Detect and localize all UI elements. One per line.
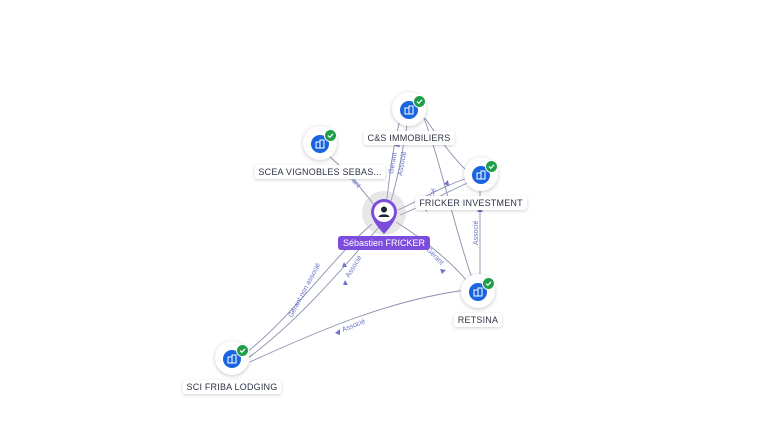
company-name-label: FRICKER INVESTMENT (415, 196, 527, 210)
person-name-label: Sébastien FRICKER (337, 236, 431, 250)
edge-person-cs (385, 119, 401, 207)
verified-check-icon (482, 277, 495, 290)
company-name-label: SCI FRIBA LODGING (182, 380, 282, 394)
edge-arrow (335, 329, 340, 335)
edge-label: Associé (341, 318, 366, 334)
company-name-label: SCEA VIGNOBLES SEBAS... (254, 165, 386, 179)
edge-arrow (440, 269, 446, 274)
edge-person-cs-2 (388, 119, 409, 208)
person-icon (371, 199, 397, 234)
edge-person-fricker (397, 177, 469, 211)
edge-label: Gérant non associé (288, 262, 323, 319)
edge-label: Associé (345, 254, 364, 279)
verified-check-icon (413, 95, 426, 108)
edge-arrow (444, 180, 449, 186)
edge-label: Associé (397, 151, 408, 176)
verified-check-icon (485, 160, 498, 173)
verified-check-icon (324, 129, 337, 142)
edge-retsina-sci (249, 289, 467, 363)
edge-arrow (342, 262, 347, 267)
edge-label: Associé (473, 220, 480, 245)
company-name-label: C&S IMMOBILIERS (363, 131, 455, 145)
edge-fricker-cs (424, 117, 469, 173)
edge-label: Gérant (388, 152, 399, 174)
verified-check-icon (236, 344, 249, 357)
company-name-label: RETSINA (453, 313, 503, 327)
edge-arrow (343, 280, 348, 285)
